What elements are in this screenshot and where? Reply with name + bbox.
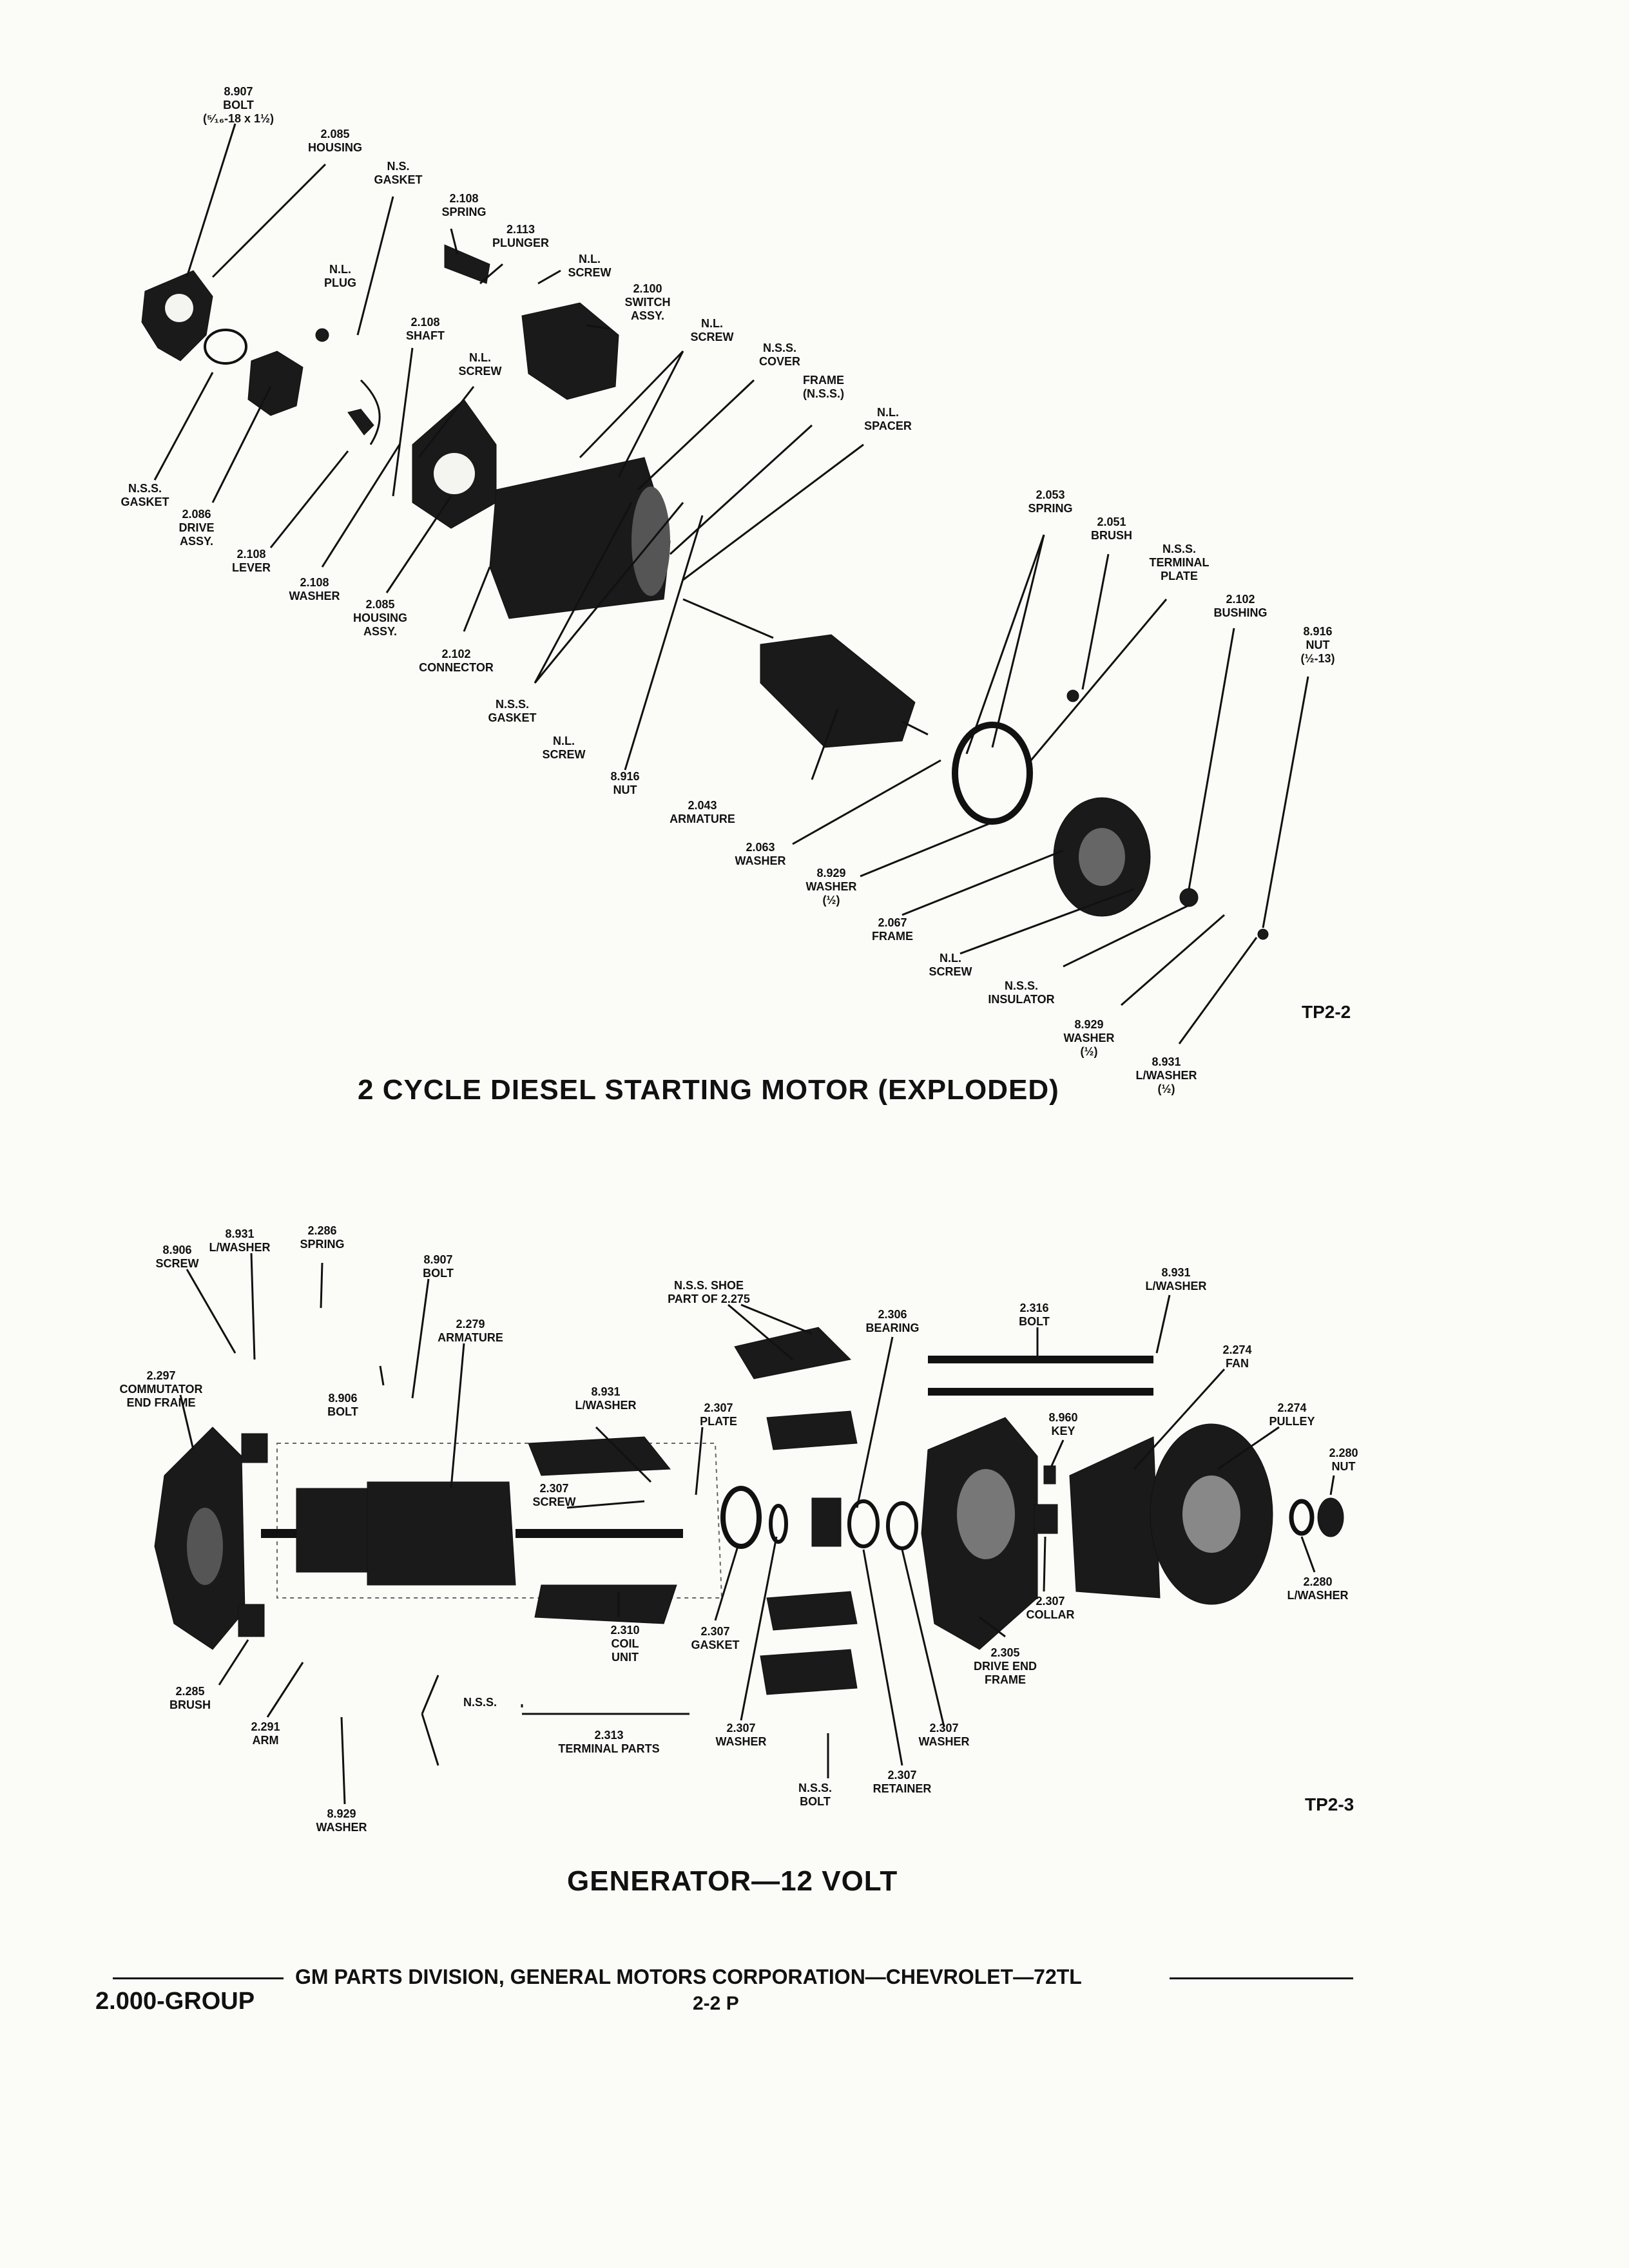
callout-label: N.S.S.GASKET	[488, 698, 537, 724]
figure-id: TP2-2	[1302, 1002, 1351, 1022]
figure-id: TP2-3	[1305, 1794, 1354, 1814]
generator-drawing	[154, 1253, 1344, 1805]
callout-label: N.S.S.	[463, 1696, 497, 1709]
callout-label: N.L.SCREW	[542, 735, 586, 761]
publisher-line: GM PARTS DIVISION, GENERAL MOTORS CORPOR…	[295, 1965, 1082, 1988]
callout-label: N.S.S.BOLT	[798, 1782, 833, 1808]
footer-rule-left	[113, 1977, 284, 1979]
footer-rule-right	[1170, 1977, 1353, 1979]
figure-title: GENERATOR—12 VOLT	[567, 1865, 898, 1897]
callout-label: N.L.SCREW	[568, 253, 612, 279]
page-number: 2-2 P	[693, 1993, 739, 2014]
callout-label: N.S.GASKET	[374, 160, 423, 186]
callout-label: N.L.SPACER	[864, 406, 912, 432]
callout-label: FRAME(N.S.S.)	[802, 374, 845, 400]
starting-motor-drawing	[141, 123, 1309, 1044]
callout-label: N.S.S.GASKET	[120, 482, 169, 508]
callout-label: N.L.PLUG	[323, 263, 357, 289]
callout-label: N.L.SCREW	[458, 351, 502, 378]
callout-label: N.S.S.INSULATOR	[988, 979, 1055, 1006]
callout-label: N.S.S.COVER	[758, 341, 801, 368]
callout-label: N.L.SCREW	[929, 952, 972, 978]
callout-label: N.L.SCREW	[690, 317, 734, 343]
group-label: 2.000-GROUP	[95, 1988, 255, 2015]
figure-title: 2 CYCLE DIESEL STARTING MOTOR (EXPLODED)	[358, 1074, 1059, 1106]
